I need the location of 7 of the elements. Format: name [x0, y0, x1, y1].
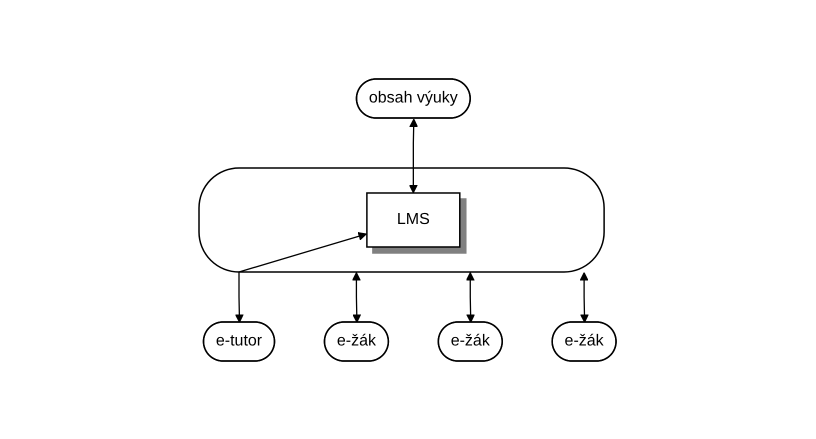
node-box: LMS	[366, 192, 461, 248]
arrow	[235, 232, 368, 322]
arrow	[466, 272, 476, 322]
cluster	[198, 166, 606, 272]
arrow	[580, 272, 590, 322]
arrow	[352, 272, 362, 322]
arrow	[409, 118, 419, 193]
